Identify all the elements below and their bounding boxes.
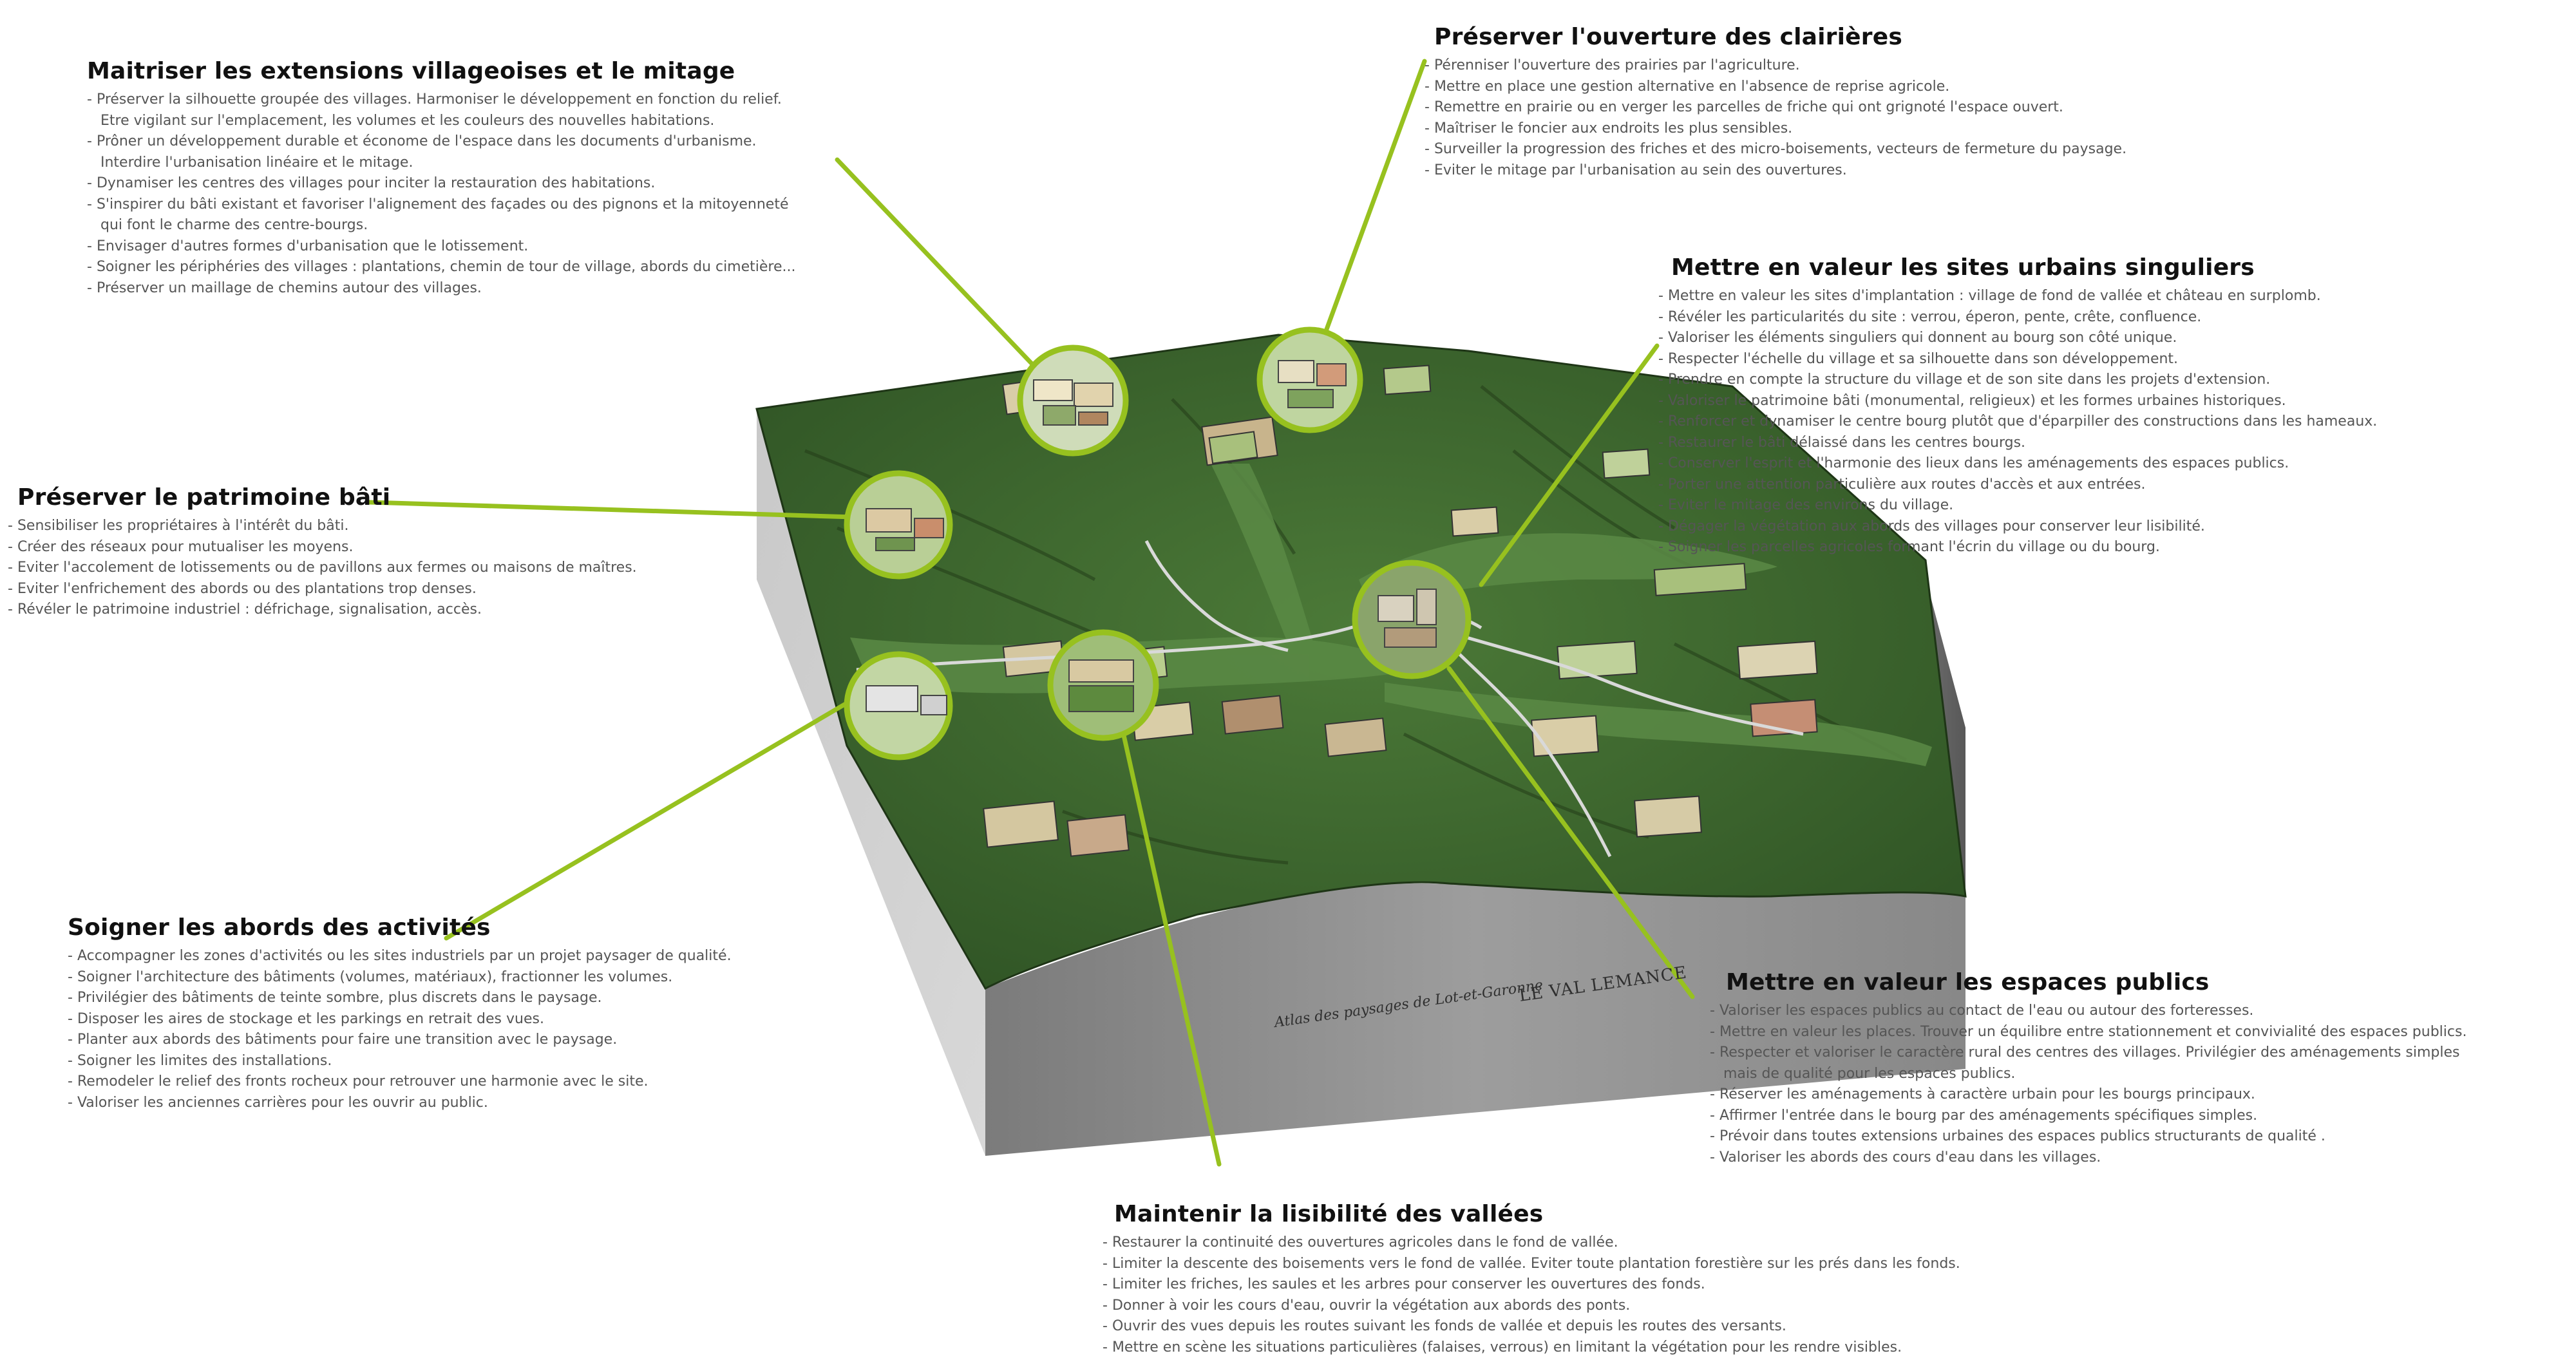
list-item: Planter aux abords des bâtiments pour fa…	[68, 1030, 732, 1051]
list-item: Sensibiliser les propriétaires à l'intér…	[8, 516, 637, 537]
list-item: Prendre en compte la structure du villag…	[1658, 370, 2377, 391]
list-item: Respecter et valoriser le caractère rura…	[1710, 1043, 2467, 1064]
list-item: Mettre en scène les situations particuli…	[1103, 1337, 1960, 1359]
connector-lines	[366, 59, 1695, 1167]
list-item: Valoriser les espaces publics au contact…	[1710, 1001, 2467, 1022]
list-item: Révéler les particularités du site : ver…	[1658, 307, 2377, 328]
block-title: Mettre en valeur les espaces publics	[1726, 969, 2210, 996]
block-activites: Soigner les abords des activités Accompa…	[68, 914, 732, 1113]
list-item: Restaurer le bâti délaissé dans les cent…	[1658, 433, 2377, 454]
list-item: Donner à voir les cours d'eau, ouvrir la…	[1103, 1296, 1960, 1317]
list-item: Prévoir dans toutes extensions urbaines …	[1710, 1126, 2467, 1147]
list-item: Respecter l'échelle du village et sa sil…	[1658, 349, 2377, 370]
block-items: Sensibiliser les propriétaires à l'intér…	[8, 516, 637, 621]
block-sites: Mettre en valeur les sites urbains singu…	[1658, 254, 2377, 558]
list-item: Mettre en place une gestion alternative …	[1425, 77, 2126, 98]
list-item: mais de qualité pour les espaces publics…	[1723, 1065, 2016, 1082]
list-item: Conserver l'esprit et l'harmonie des lie…	[1658, 453, 2377, 475]
block-right-face	[1919, 554, 1965, 896]
block-title: Maitriser les extensions villageoises et…	[87, 58, 735, 84]
list-item: Disposer les aires de stockage et les pa…	[68, 1009, 732, 1030]
block-title: Maintenir la lisibilité des vallées	[1114, 1201, 1544, 1227]
block-items: Accompagner les zones d'activités ou les…	[68, 946, 732, 1113]
block-items: Préserver la silhouette groupée des vill…	[87, 90, 796, 299]
block-items: Pérenniser l'ouverture des prairies par …	[1425, 55, 2126, 181]
list-item: Préserver la silhouette groupée des vill…	[87, 90, 796, 111]
lens-sites	[1352, 560, 1472, 679]
block-items: Valoriser les espaces publics au contact…	[1710, 1001, 2467, 1168]
lens-clairieres	[1256, 326, 1363, 433]
lens-extensions	[1017, 345, 1129, 457]
list-item: Remodeler le relief des fronts rocheux p…	[68, 1072, 732, 1093]
list-item: Restaurer la continuité des ouvertures a…	[1103, 1232, 1960, 1254]
list-item: Mettre en valeur les sites d'implantatio…	[1658, 286, 2377, 307]
list-item: Eviter le mitage des environs du village…	[1658, 495, 2377, 516]
list-item: Eviter l'enfrichement des abords ou des …	[8, 579, 637, 600]
block-left-face	[757, 409, 985, 1156]
block-title: Soigner les abords des activités	[68, 914, 491, 941]
list-item: Etre vigilant sur l'emplacement, les vol…	[100, 112, 715, 129]
list-item: Valoriser les abords des cours d'eau dan…	[1710, 1147, 2467, 1169]
list-item: Dégager la végétation aux abords des vil…	[1658, 516, 2377, 538]
list-item: Soigner les parcelles agricoles formant …	[1658, 537, 2377, 558]
list-item: Remettre en prairie ou en verger les par…	[1425, 97, 2126, 118]
list-item: Prôner un développement durable et écono…	[87, 131, 796, 153]
list-item: Affirmer l'entrée dans le bourg par des …	[1710, 1106, 2467, 1127]
list-item: Limiter la descente des boisements vers …	[1103, 1254, 1960, 1275]
list-item: Révéler le patrimoine industriel : défri…	[8, 600, 637, 621]
list-item: Créer des réseaux pour mutualiser les mo…	[8, 537, 637, 558]
list-item: Dynamiser les centres des villages pour …	[87, 173, 796, 194]
list-item: Préserver un maillage de chemins autour …	[87, 278, 796, 299]
list-item: Ouvrir des vues depuis les routes suivan…	[1103, 1316, 1960, 1337]
block-publics: Mettre en valeur les espaces publics Val…	[1710, 969, 2467, 1168]
block-patrimoine: Préserver le patrimoine bâti Sensibilise…	[8, 484, 637, 621]
list-item: Pérenniser l'ouverture des prairies par …	[1425, 55, 2126, 77]
block-vallees: Maintenir la lisibilité des vallées Rest…	[1103, 1201, 1960, 1358]
list-item: Eviter le mitage par l'urbanisation au s…	[1425, 160, 2126, 182]
list-item: qui font le charme des centre-bourgs.	[100, 217, 368, 233]
block-items: Mettre en valeur les sites d'implantatio…	[1658, 286, 2377, 558]
block-title: Mettre en valeur les sites urbains singu…	[1671, 254, 2255, 281]
lens-activites	[844, 651, 953, 760]
list-item: Envisager d'autres formes d'urbanisation…	[87, 236, 796, 258]
block-items: Restaurer la continuité des ouvertures a…	[1103, 1232, 1960, 1358]
list-item: Soigner les limites des installations.	[68, 1051, 732, 1072]
list-item: Eviter l'accolement de lotissements ou d…	[8, 558, 637, 579]
block-title: Préserver le patrimoine bâti	[17, 484, 391, 511]
list-item: Accompagner les zones d'activités ou les…	[68, 946, 732, 967]
list-item: Réserver les aménagements à caractère ur…	[1710, 1084, 2467, 1106]
list-item: Valoriser le patrimoine bâti (monumental…	[1658, 391, 2377, 412]
list-item: Renforcer et dynamiser le centre bourg p…	[1658, 411, 2377, 433]
lens-patrimoine	[844, 470, 953, 580]
list-item: Privilégier des bâtiments de teinte somb…	[68, 988, 732, 1009]
list-item: Limiter les friches, les saules et les a…	[1103, 1274, 1960, 1296]
list-item: Valoriser les éléments singuliers qui do…	[1658, 328, 2377, 349]
list-item: S'inspirer du bâti existant et favoriser…	[87, 194, 796, 216]
list-item: Interdire l'urbanisation linéaire et le …	[100, 154, 413, 171]
block-extensions: Maitriser les extensions villageoises et…	[87, 58, 796, 299]
list-item: Surveiller la progression des friches et…	[1425, 139, 2126, 160]
list-item: Mettre en valeur les places. Trouver un …	[1710, 1022, 2467, 1043]
list-item: Soigner les périphéries des villages : p…	[87, 257, 796, 278]
list-item: Valoriser les anciennes carrières pour l…	[68, 1093, 732, 1114]
list-item: Porter une attention particulière aux ro…	[1658, 475, 2377, 496]
block-title: Préserver l'ouverture des clairières	[1434, 24, 1902, 50]
list-item: Soigner l'architecture des bâtiments (vo…	[68, 967, 732, 988]
list-item: Maîtriser le foncier aux endroits les pl…	[1425, 118, 2126, 140]
lens-vallees	[1047, 629, 1159, 741]
block-clairieres: Préserver l'ouverture des clairières Pér…	[1425, 24, 2126, 181]
